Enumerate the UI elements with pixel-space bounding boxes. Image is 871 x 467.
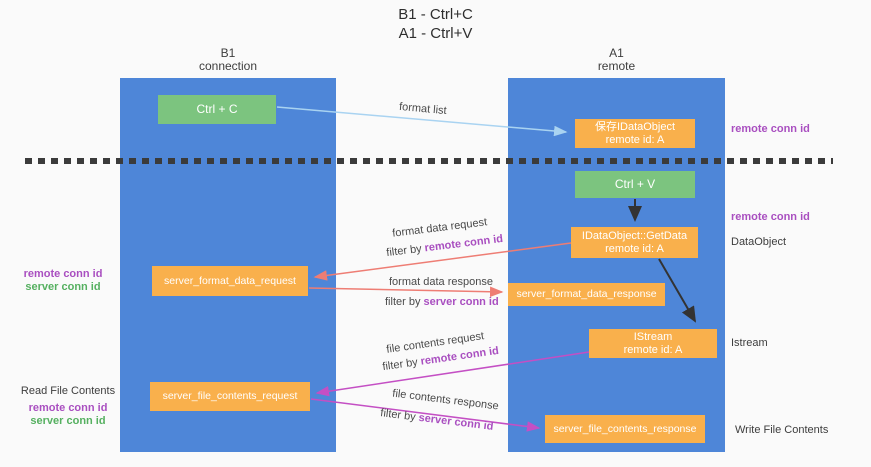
node-server-file-contents-response-label: server_file_contents_response xyxy=(553,422,697,435)
filter-by-text: filter by xyxy=(385,296,424,308)
node-ctrl-v: Ctrl + V xyxy=(575,171,695,198)
flow-label-format-data-response: format data response xyxy=(389,276,493,288)
server-conn-id-text: server conn id xyxy=(417,411,495,433)
node-ctrl-c-label: Ctrl + C xyxy=(196,102,238,116)
node-istream-line2: remote id: A xyxy=(623,343,683,356)
node-save-idataobject: 保存IDataObject remote id: A xyxy=(575,119,695,148)
filter-by-text: filter by xyxy=(379,407,420,424)
node-ctrl-v-label: Ctrl + V xyxy=(614,177,656,191)
diagram-title: B1 - Ctrl+C A1 - Ctrl+V xyxy=(0,5,871,43)
lane-header-a1-name: A1 xyxy=(609,46,624,60)
label-dataobject: DataObject xyxy=(731,236,787,248)
flow-label-file-contents-response: file contents response xyxy=(391,387,500,413)
label-server-conn-id-left-top: server conn id xyxy=(25,281,101,293)
lane-header-a1: A1 remote xyxy=(508,47,725,73)
remote-conn-id-text: remote conn id xyxy=(423,232,504,255)
flow-label-format-list: format list xyxy=(398,100,448,118)
node-istream-line1: IStream xyxy=(633,330,673,343)
node-server-file-contents-request: server_file_contents_request xyxy=(150,382,310,411)
node-idataobject-getdata: IDataObject::GetData remote id: A xyxy=(571,227,698,258)
node-server-format-data-response-label: server_format_data_response xyxy=(516,288,657,300)
lane-header-b1: B1 connection xyxy=(120,47,336,73)
label-group-file-conn-ids: Read File Contents remote conn id server… xyxy=(18,385,118,428)
node-ctrl-c: Ctrl + C xyxy=(158,95,276,124)
node-istream: IStream remote id: A xyxy=(589,329,717,358)
label-remote-conn-id-left-top: remote conn id xyxy=(23,268,103,280)
lane-header-a1-role: remote xyxy=(597,59,636,73)
node-idataobject-getdata-line1: IDataObject::GetData xyxy=(581,229,688,242)
title-line-2: A1 - Ctrl+V xyxy=(398,25,473,42)
node-server-file-contents-request-label: server_file_contents_request xyxy=(162,390,298,402)
node-server-format-data-response: server_format_data_response xyxy=(508,283,665,306)
arrow-format-data-response xyxy=(308,286,504,298)
label-remote-conn-id-top-right: remote conn id xyxy=(731,123,810,135)
label-read-file-contents: Read File Contents xyxy=(20,385,116,397)
label-istream: Istream xyxy=(731,337,768,349)
label-write-file-contents: Write File Contents xyxy=(735,424,829,436)
node-idataobject-getdata-line2: remote id: A xyxy=(605,242,664,255)
title-line-1: B1 - Ctrl+C xyxy=(398,6,473,23)
label-group-format-conn-ids: remote conn id server conn id xyxy=(18,268,108,294)
node-server-format-data-request: server_format_data_request xyxy=(152,266,308,296)
node-server-format-data-request-label: server_format_data_request xyxy=(164,274,296,287)
lane-header-b1-name: B1 xyxy=(220,46,236,60)
label-remote-conn-id-left-bottom: remote conn id xyxy=(28,402,108,414)
node-save-idataobject-line2: remote id: A xyxy=(605,133,665,146)
filter-by-text: filter by xyxy=(381,355,422,374)
node-save-idataobject-line1: 保存IDataObject xyxy=(594,120,676,133)
label-remote-conn-id-mid-right: remote conn id xyxy=(731,211,810,223)
label-server-conn-id-left-bottom: server conn id xyxy=(30,415,106,427)
flow-label-filter-server-2: filter by server conn id xyxy=(380,407,494,433)
lane-header-b1-role: connection xyxy=(198,59,258,73)
filter-by-text: filter by xyxy=(385,242,426,260)
server-conn-id-text: server conn id xyxy=(423,296,499,308)
flow-label-filter-server-1: filter by server conn id xyxy=(385,296,499,308)
node-server-file-contents-response: server_file_contents_response xyxy=(545,415,705,443)
divider-dashed-line xyxy=(25,158,833,164)
